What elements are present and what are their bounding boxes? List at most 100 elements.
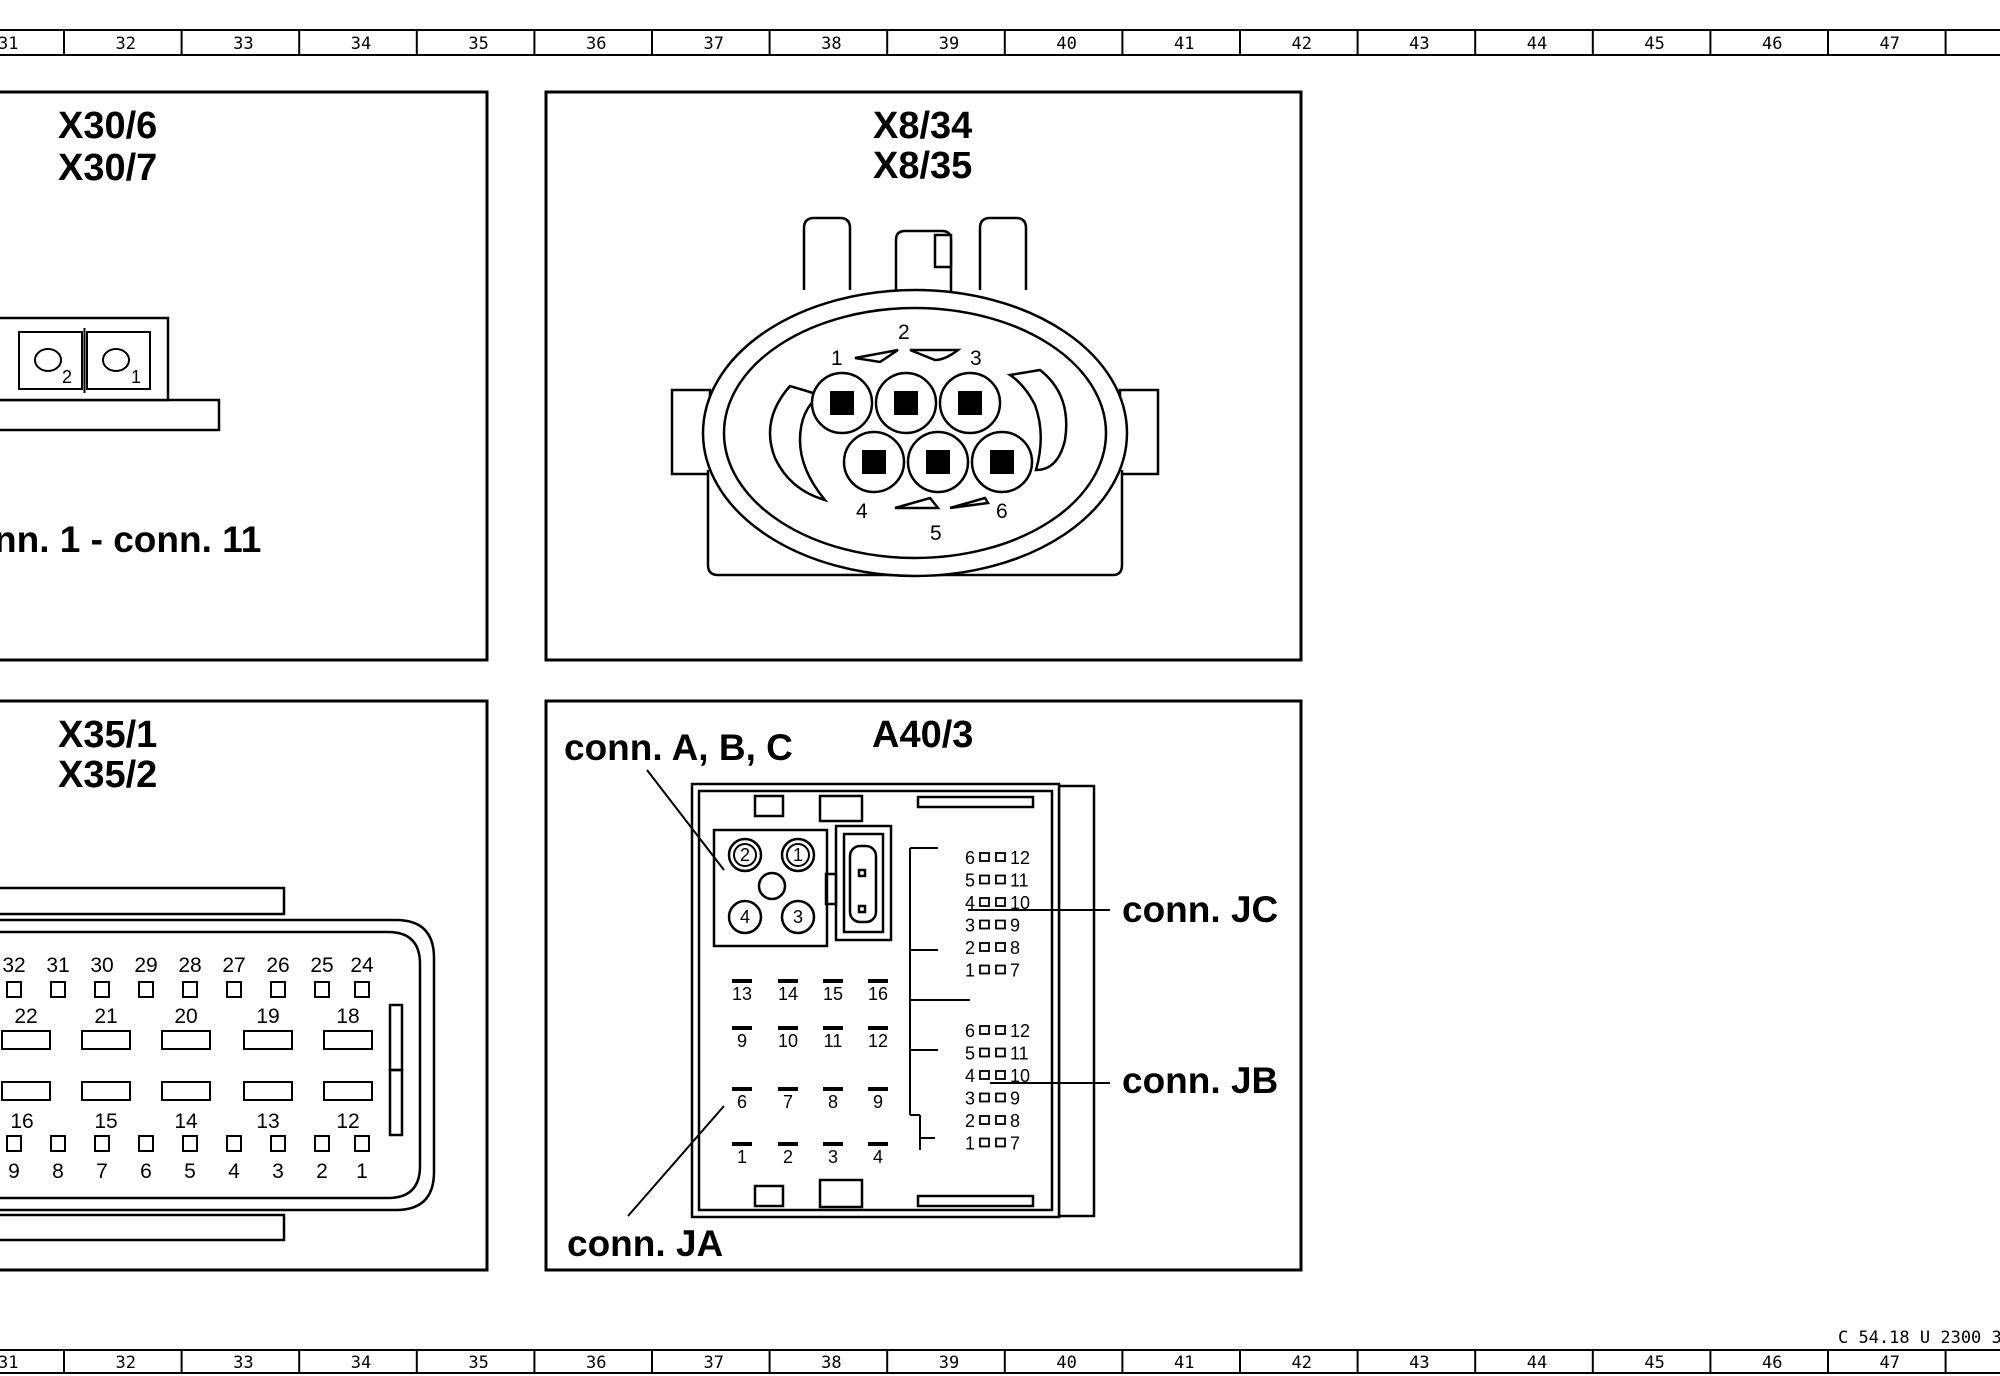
x35-pin-slot [1,1030,51,1050]
a40-round-pin-label: 1 [793,845,803,865]
a40-jb-pin-box [979,1047,990,1058]
x30-title-2: X30/7 [58,147,157,189]
x35-pin-number: 25 [310,954,333,977]
x35-slot-number: 20 [174,1005,197,1028]
x35-slot-number: 19 [256,1005,279,1028]
a40-jc-pin-box [979,964,990,975]
x35-pin-slot [243,1030,293,1050]
top-ruler-number: 44 [1527,34,1547,54]
a40-jb-pin-left: 4 [965,1066,975,1086]
x35-pin-square [6,981,22,998]
x30-pin-label: 1 [131,367,141,387]
x30-conn-label: nn. 1 - conn. 11 [0,519,261,560]
a40-jc-pin-left: 3 [965,916,975,936]
bottom-ruler-number: 40 [1056,1353,1076,1373]
a40-ja-pin-label: 2 [783,1147,793,1167]
x35-pin-number: 8 [52,1160,64,1183]
a40-jb-pin-box [995,1092,1006,1103]
top-ruler-number: 31 [0,34,18,54]
a40-round-pin-inner [786,843,810,867]
x35-pin-square [94,981,110,998]
a40-jc-pin-box [979,897,990,907]
x35-pin-square [6,1135,22,1152]
x8-terminal [990,450,1014,474]
x35-pin-number: 30 [90,954,113,977]
bottom-ruler-number: 43 [1409,1353,1429,1373]
x35-pin-slot [323,1081,373,1101]
a40-jc-pin-box [995,852,1006,862]
a40-ja-pin-label: 11 [824,1031,843,1051]
top-ruler: 31323334353637383940414243444546474 [0,29,2000,56]
x8-pin-label: 2 [898,321,910,344]
x35-pin-number: 28 [178,954,201,977]
top-ruler-number: 37 [704,34,724,54]
x35-pin-number: 9 [8,1160,20,1183]
x35-slot-number: 18 [336,1005,359,1028]
a40-round-pin [780,899,816,935]
x35-slot-number: 16 [10,1110,33,1133]
a40-jb-pin-box [995,1137,1006,1148]
x35-pin-number: 27 [222,954,245,977]
a40-center-cavity [757,871,787,901]
x35-pin-number: 2 [316,1160,328,1183]
x8-terminal [926,450,950,474]
a40-ja-pin-bar [732,1026,752,1030]
a40-jb-pin-box [995,1047,1006,1058]
a40-ja-pin-label: 8 [828,1092,838,1112]
x8-pin-label: 3 [970,347,982,370]
a40-ja-pin-label: 9 [873,1092,883,1112]
bottom-ruler-number: 36 [586,1353,606,1373]
top-ruler-number: 36 [586,34,606,54]
a40-ja-pin-label: 9 [737,1031,747,1051]
x30-connector-drawing: 2 1 [0,316,221,432]
a40-jb-pin-left: 2 [965,1111,975,1131]
a40-round-pin [727,899,763,935]
a40-bracket-lines [627,769,1110,1217]
a40-jb-pin-box [979,1137,990,1148]
a40-ja-pin-bar [868,1142,888,1146]
a40-jc-pin-right: 12 [1010,848,1030,868]
x8-pin-label: 6 [996,500,1008,523]
x35-pin-square [138,981,154,998]
a40-jb-pin-left: 5 [965,1044,975,1064]
x35-pin-square [354,1135,370,1152]
x35-slot-number: 22 [14,1005,37,1028]
a40-ja-pin-label: 16 [868,984,888,1004]
a40-ja-pin-bar [778,1026,798,1030]
x35-pin-square [270,981,286,998]
x35-pin-number: 32 [2,954,25,977]
bottom-ruler-number: 39 [939,1353,959,1373]
x35-pin-number: 31 [46,954,69,977]
a40-title: A40/3 [872,714,973,756]
a40-ja-pin-label: 1 [737,1147,747,1167]
x35-title-1: X35/1 [58,714,157,756]
x35-pin-square [270,1135,286,1152]
x35-pin-square [50,981,66,998]
bottom-ruler-number: 38 [821,1353,841,1373]
a40-ja-pin-bar [732,1142,752,1146]
x35-title-2: X35/2 [58,754,157,796]
x35-pin-square [226,981,242,998]
a40-jb-pin-right: 10 [1010,1066,1030,1086]
x30-title-1: X30/6 [58,105,157,147]
top-ruler-number: 33 [233,34,253,54]
a40-jb-pin-right: 12 [1010,1021,1030,1041]
bottom-ruler-number: 37 [704,1353,724,1373]
top-ruler-number: 32 [116,34,136,54]
x8-pin-label: 1 [831,347,843,370]
a40-ja-pin-bar [823,1026,843,1030]
a40-jb-pin-box [979,1115,990,1125]
x35-pin-number: 1 [356,1160,368,1183]
a40-round-pin-label: 4 [740,907,750,927]
a40-jc-pin-left: 1 [965,961,975,981]
top-ruler-number: 46 [1762,34,1782,54]
a40-ja-pin-label: 3 [828,1147,838,1167]
x35-pin-slot [81,1030,131,1050]
top-ruler-number: 47 [1880,34,1900,54]
x35-pin-slot [1,1081,51,1101]
